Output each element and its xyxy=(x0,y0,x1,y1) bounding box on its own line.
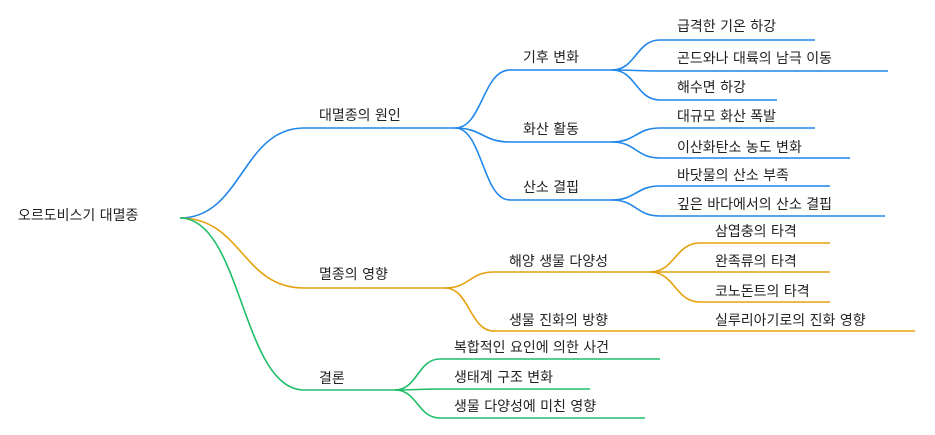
leaf-brachiopods: 완족류의 타격 xyxy=(715,254,797,270)
connector-causes-volcano xyxy=(454,127,511,143)
node-evolution-direction: 생물 진화의 방향 xyxy=(509,313,609,329)
leaf-sea-level-drop: 해수면 하강 xyxy=(677,80,746,96)
connector-effects-marine xyxy=(444,271,495,289)
node-climate-change: 기후 변화 xyxy=(523,50,579,66)
connector-oxygen-sea xyxy=(611,185,661,201)
connector-root-causes xyxy=(179,127,305,219)
leaf-temperature-drop: 급격한 기온 하강 xyxy=(677,19,777,35)
branch-conclusion: 결론 xyxy=(319,371,345,387)
connector-oxygen-deep xyxy=(611,199,661,217)
leaf-trilobites: 삼엽충의 타격 xyxy=(715,224,797,240)
connector-causes-climate xyxy=(454,69,511,129)
connector-climate-temp xyxy=(611,39,661,71)
node-complex-factors: 복합적인 요인에 의한 사건 xyxy=(454,340,610,356)
connector-volcano-co2 xyxy=(611,141,661,159)
node-oxygen-deficit: 산소 결핍 xyxy=(523,180,579,196)
leaf-deep-sea-oxygen: 깊은 바다에서의 산소 결핍 xyxy=(677,197,833,213)
branch-effects: 멸종의 영향 xyxy=(319,267,388,283)
connector-root-effects xyxy=(179,217,305,289)
leaf-gondwana-move: 곤드와나 대륙의 남극 이동 xyxy=(677,51,833,67)
node-volcanic-activity: 화산 활동 xyxy=(523,122,579,138)
connector-causes-oxygen xyxy=(454,127,511,201)
connector-root-conclusion xyxy=(179,217,305,391)
connector-conclusion-complex xyxy=(394,358,441,391)
leaf-silurian-evolution: 실루리아기로의 진화 영향 xyxy=(715,313,866,329)
leaf-eruption: 대규모 화산 폭발 xyxy=(677,109,777,125)
connector-marine-conodonts xyxy=(649,271,701,303)
leaf-conodonts: 코노돈트의 타격 xyxy=(715,284,810,300)
leaf-sea-oxygen: 바닷물의 산소 부족 xyxy=(677,168,789,184)
node-biodiversity-impact: 생물 다양성에 미친 영향 xyxy=(454,399,597,415)
connector-marine-trilobites xyxy=(649,242,701,273)
branch-causes: 대멸종의 원인 xyxy=(319,108,401,124)
connector-volcano-eruption xyxy=(611,127,661,143)
connector-effects-evolution xyxy=(444,287,495,332)
root-node: 오르도비스기 대멸종 xyxy=(18,208,139,224)
leaf-co2-change: 이산화탄소 농도 변화 xyxy=(677,140,802,156)
node-marine-diversity: 해양 생물 다양성 xyxy=(509,254,609,270)
connector-conclusion-biodiversity xyxy=(394,389,441,419)
connector-climate-sealevel xyxy=(611,69,661,101)
node-ecosystem-change: 생태계 구조 변화 xyxy=(454,370,554,386)
